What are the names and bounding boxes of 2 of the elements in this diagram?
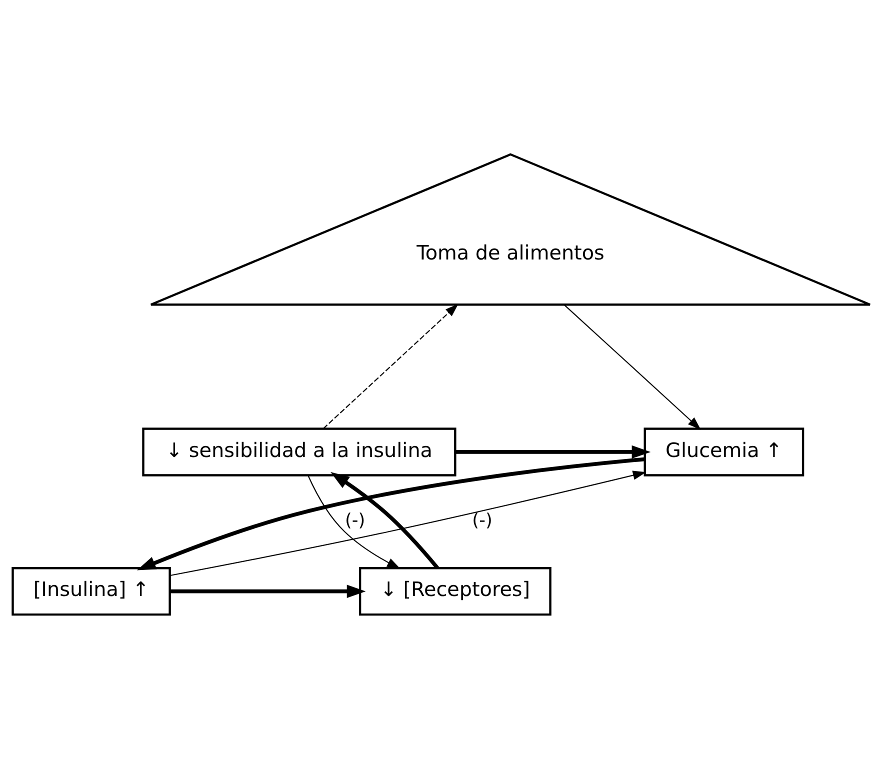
edge-label: (-) (344, 510, 366, 531)
edge-label: (-) (472, 510, 492, 531)
